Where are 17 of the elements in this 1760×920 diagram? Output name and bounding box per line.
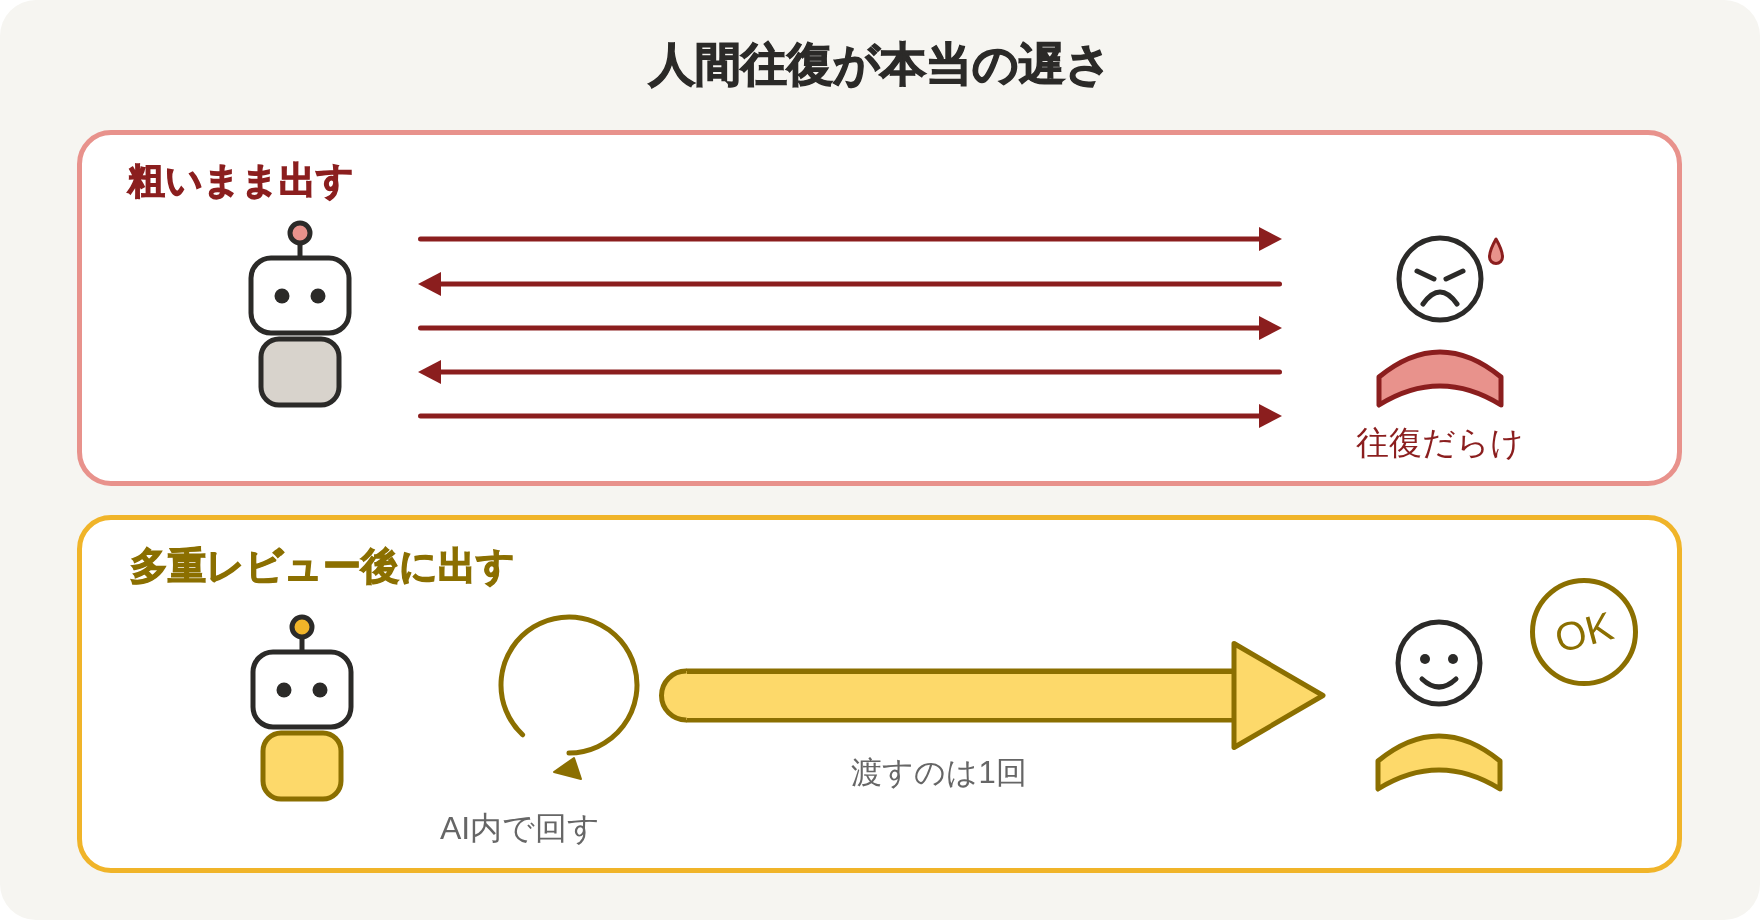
title: 人間往復が本当の遅さ (648, 41, 1112, 87)
robot-icon (248, 220, 352, 408)
node-label: 往復だらけ (1356, 426, 1524, 459)
arrow (418, 316, 1282, 340)
block-arrow (659, 641, 1326, 750)
panel (77, 515, 1682, 873)
arrow (418, 404, 1282, 428)
person-icon (1374, 618, 1504, 794)
edge-label: 渡すのは1回 (851, 757, 1027, 788)
robot-icon (250, 614, 354, 802)
stamp: OK (1530, 578, 1638, 686)
panel-heading: 粗いまま出す (128, 162, 354, 199)
panel-heading: 多重レビュー後に出す (130, 547, 515, 585)
arrow (418, 360, 1282, 384)
arrow (418, 272, 1282, 296)
panel (77, 130, 1682, 486)
node-label: AI内で回す (439, 812, 601, 844)
